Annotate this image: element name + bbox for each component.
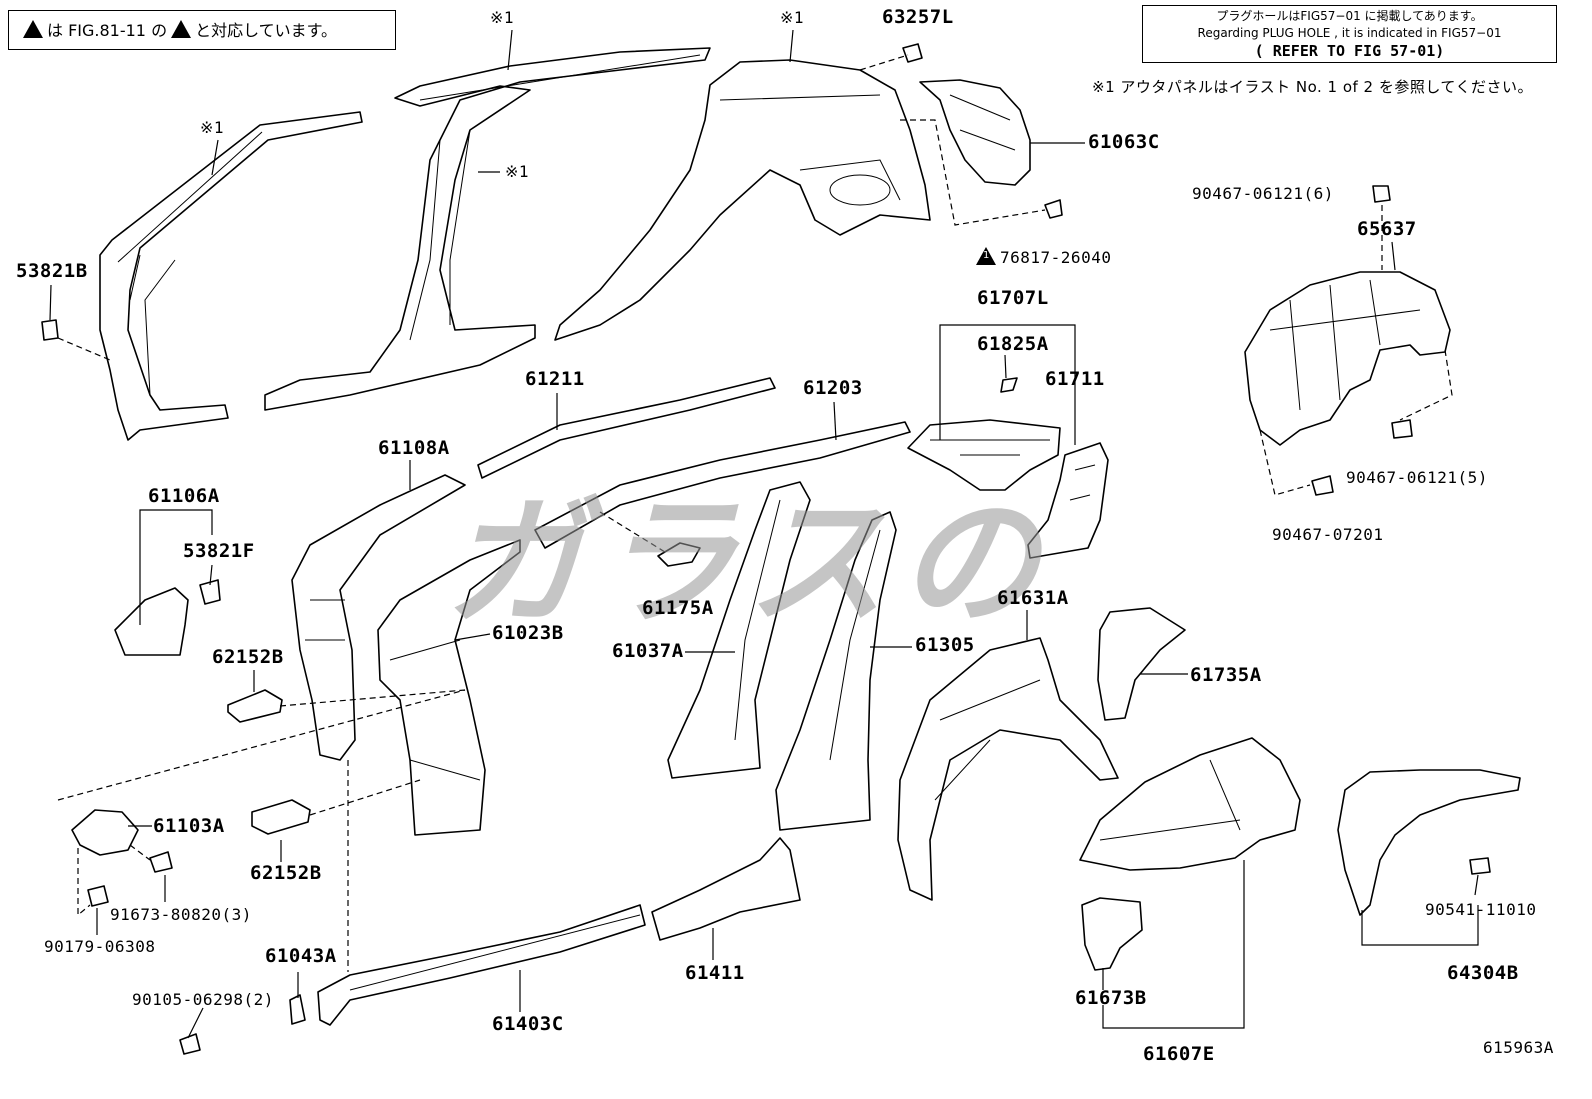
label-53821F: 53821F: [183, 540, 255, 562]
clip-61043A: [289, 994, 306, 1025]
star1-label-d: ※1: [780, 8, 805, 27]
label-61037A: 61037A: [612, 640, 684, 662]
plug-hole-cap: [902, 43, 923, 63]
label-61673B: 61673B: [1075, 987, 1147, 1009]
dashed-assembly-lines: [57, 54, 1453, 972]
clip-90541: [1469, 857, 1491, 875]
leader-lines: [49, 29, 1479, 1039]
rear-wheel-liner: [1244, 271, 1451, 446]
insulator-62152B-upper: [227, 689, 283, 723]
label-90467-06121-5: 90467-06121(5): [1346, 468, 1488, 487]
nut-90467-5: [1391, 419, 1413, 439]
label-61175A: 61175A: [642, 597, 714, 619]
label-61711: 61711: [1045, 368, 1105, 390]
warning-triangle-icon: [976, 247, 996, 265]
nut-90467-6: [1372, 185, 1391, 203]
label-61607E: 61607E: [1143, 1043, 1215, 1065]
label-61108A: 61108A: [378, 437, 450, 459]
label-53821B: 53821B: [16, 260, 88, 282]
label-61043A: 61043A: [265, 945, 337, 967]
label-61103A: 61103A: [153, 815, 225, 837]
clip-53821B: [41, 319, 59, 341]
panel-61735A: [1097, 607, 1186, 721]
star1-label-c: ※1: [505, 162, 530, 181]
front-pillar-outer-panel: [99, 111, 363, 441]
bracket-61175A: [657, 542, 701, 567]
label-65637: 65637: [1357, 218, 1417, 240]
label-61106A: 61106A: [148, 485, 220, 507]
bolt-90105: [179, 1033, 201, 1055]
outer-panel-note: ※1 アウタパネルはイラスト No. 1 of 2 を参照してください。: [1092, 78, 1533, 96]
plug-note-jp: プラグホールはFIG57−01 に掲載してあります。: [1216, 9, 1483, 23]
wheel-house-outer-61631A: [897, 637, 1119, 901]
bracket-61106A: [114, 587, 189, 656]
bracket-61103A: [71, 809, 139, 856]
center-pillar-inner-61305: [775, 511, 897, 831]
label-61707L: 61707L: [977, 287, 1049, 309]
label-90467-06121-6: 90467-06121(6): [1192, 184, 1334, 203]
bolt-91673: [149, 851, 173, 873]
drawing-number: 615963A: [1483, 1038, 1554, 1057]
label-61211: 61211: [525, 368, 585, 390]
nut-90179: [87, 885, 109, 907]
label-62152B-upper: 62152B: [212, 646, 284, 668]
label-61063C: 61063C: [1088, 131, 1160, 153]
gusset-61825A: [1000, 377, 1018, 393]
center-pillar-outer-panel: [264, 47, 711, 411]
roof-side-inner-rear: [907, 419, 1061, 491]
label-61203: 61203: [803, 377, 863, 399]
watermark: ガラスの: [445, 482, 1051, 645]
center-pillar-reinforcement-61037A: [667, 481, 811, 779]
label-62152B-lower: 62152B: [250, 862, 322, 884]
rear-pillar-reinforcement: [1027, 442, 1109, 559]
panel-61673B: [1081, 897, 1143, 971]
star1-label-a: ※1: [200, 118, 225, 137]
reinforcement-61411: [651, 837, 801, 941]
quarter-inner-extension: [919, 79, 1031, 186]
star1-label-b: ※1: [490, 8, 515, 27]
label-76817-26040: 76817-26040: [972, 247, 1111, 267]
quarter-outer-panel: [554, 59, 931, 341]
panel-64304B: [1337, 769, 1521, 916]
label-91673-80820: 91673-80820(3): [110, 905, 252, 924]
screw-90467-07201: [1311, 475, 1334, 496]
label-61735A: 61735A: [1190, 664, 1262, 686]
label-90179-06308: 90179-06308: [44, 937, 156, 956]
clip-76817: [1044, 199, 1063, 219]
note-suffix: と対応しています。: [195, 21, 337, 40]
roof-rail-inner-61203: [534, 421, 911, 549]
label-61411: 61411: [685, 962, 745, 984]
label-61825A: 61825A: [977, 333, 1049, 355]
label-61403C: 61403C: [492, 1013, 564, 1035]
rocker-inner-61403C: [317, 904, 646, 1026]
clip-53821F: [199, 579, 221, 605]
label-90467-07201: 90467-07201: [1272, 525, 1384, 544]
wheel-house-inner-61607E: [1079, 737, 1301, 871]
plug-hole-note: プラグホールはFIG57−01 に掲載してあります。 Regarding PLU…: [1142, 5, 1557, 63]
front-pillar-reinforcement-61023B: [377, 539, 521, 836]
label-64304B: 64304B: [1447, 962, 1519, 984]
label-90105-06298: 90105-06298(2): [132, 990, 274, 1009]
roof-rail-61211: [477, 377, 776, 479]
insulator-62152B-lower: [251, 799, 311, 835]
fig-reference-note: は FIG.81-11 の と対応しています。: [8, 10, 396, 63]
plug-note-en: Regarding PLUG HOLE , it is indicated in…: [1197, 26, 1502, 40]
warning-triangle-icon: [171, 20, 192, 63]
front-pillar-inner-61108A: [291, 474, 466, 761]
label-63257L: 63257L: [882, 6, 954, 28]
note-prefix: は FIG.81-11 の: [47, 21, 168, 40]
warning-triangle-icon: [23, 20, 43, 63]
plug-note-ref: ( REFER TO FIG 57-01): [1254, 42, 1445, 60]
label-90541-11010: 90541-11010: [1425, 900, 1537, 919]
label-61631A: 61631A: [997, 587, 1069, 609]
label-61023B: 61023B: [492, 622, 564, 644]
label-61305: 61305: [915, 634, 975, 656]
